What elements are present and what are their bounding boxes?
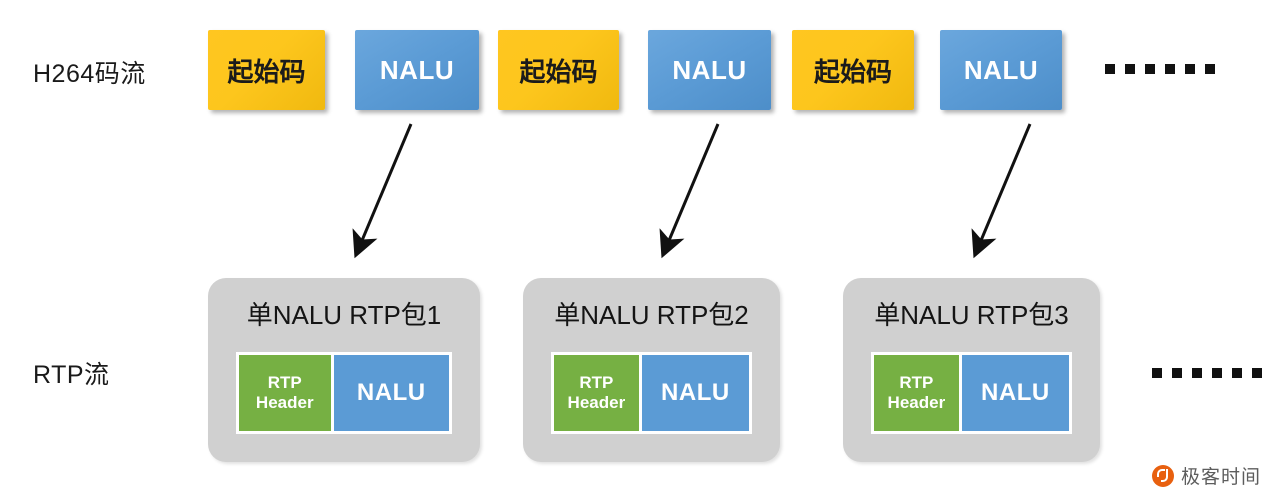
- arrow-nalu2-to-packet2: [659, 123, 720, 259]
- h264-stream-row-label: H264码流: [33, 60, 146, 88]
- rtp-header-line1: RTP: [579, 373, 614, 393]
- ellipsis-dot: [1105, 64, 1115, 74]
- rtp-stream-row-label: RTP流: [33, 361, 110, 389]
- rtp-header-line1: RTP: [267, 373, 302, 393]
- rtp-packet-1-title: 单NALU RTP包1: [246, 300, 442, 330]
- rtp-packet-3-body: RTP Header NALU: [871, 352, 1072, 434]
- rtp-packet-1-body: RTP Header NALU: [236, 352, 452, 434]
- ellipsis-dot: [1252, 368, 1262, 378]
- ellipsis-dot: [1125, 64, 1135, 74]
- geekbang-logo-icon: [1152, 464, 1174, 487]
- rtp-header-line2: Header: [255, 393, 314, 412]
- rtp-packet-2: 单NALU RTP包2 RTP Header NALU: [523, 278, 780, 462]
- rtp-packet-2-body: RTP Header NALU: [551, 352, 752, 434]
- rtp-header-cell-2: RTP Header: [554, 355, 642, 431]
- rtp-header-line2: Header: [567, 393, 626, 412]
- rtp-packet-3: 单NALU RTP包3 RTP Header NALU: [843, 278, 1100, 462]
- ellipsis-dot: [1145, 64, 1155, 74]
- rtp-payload-cell-3: NALU: [961, 355, 1069, 431]
- nalu-block-2: NALU: [648, 30, 771, 110]
- rtp-header-cell-1: RTP Header: [239, 355, 334, 431]
- ellipsis-dot: [1152, 368, 1162, 378]
- start-code-block-1: 起始码: [208, 30, 325, 110]
- ellipsis-dot: [1232, 368, 1242, 378]
- ellipsis-dot: [1212, 368, 1222, 378]
- rtp-stream-ellipsis: [1152, 368, 1262, 378]
- start-code-block-2: 起始码: [498, 30, 619, 110]
- ellipsis-dot: [1165, 64, 1175, 74]
- ellipsis-dot: [1185, 64, 1195, 74]
- nalu-block-3: NALU: [940, 30, 1062, 110]
- watermark-text: 极客时间: [1181, 467, 1262, 488]
- rtp-payload-cell-2: NALU: [641, 355, 749, 431]
- arrow-nalu3-to-packet3: [971, 123, 1032, 259]
- rtp-packet-2-title: 单NALU RTP包2: [554, 300, 749, 330]
- ellipsis-dot: [1192, 368, 1202, 378]
- rtp-packet-3-title: 单NALU RTP包3: [874, 300, 1069, 330]
- watermark: 极客时间: [1152, 462, 1261, 489]
- rtp-header-line1: RTP: [899, 373, 934, 393]
- rtp-header-cell-3: RTP Header: [874, 355, 962, 431]
- start-code-block-3: 起始码: [792, 30, 914, 110]
- arrow-nalu1-to-packet1: [352, 123, 413, 259]
- nalu-block-1: NALU: [355, 30, 479, 110]
- rtp-payload-cell-1: NALU: [333, 355, 449, 431]
- rtp-header-line2: Header: [887, 393, 946, 412]
- rtp-packet-1: 单NALU RTP包1 RTP Header NALU: [208, 278, 480, 462]
- h264-stream-ellipsis: [1105, 64, 1215, 74]
- ellipsis-dot: [1172, 368, 1182, 378]
- ellipsis-dot: [1205, 64, 1215, 74]
